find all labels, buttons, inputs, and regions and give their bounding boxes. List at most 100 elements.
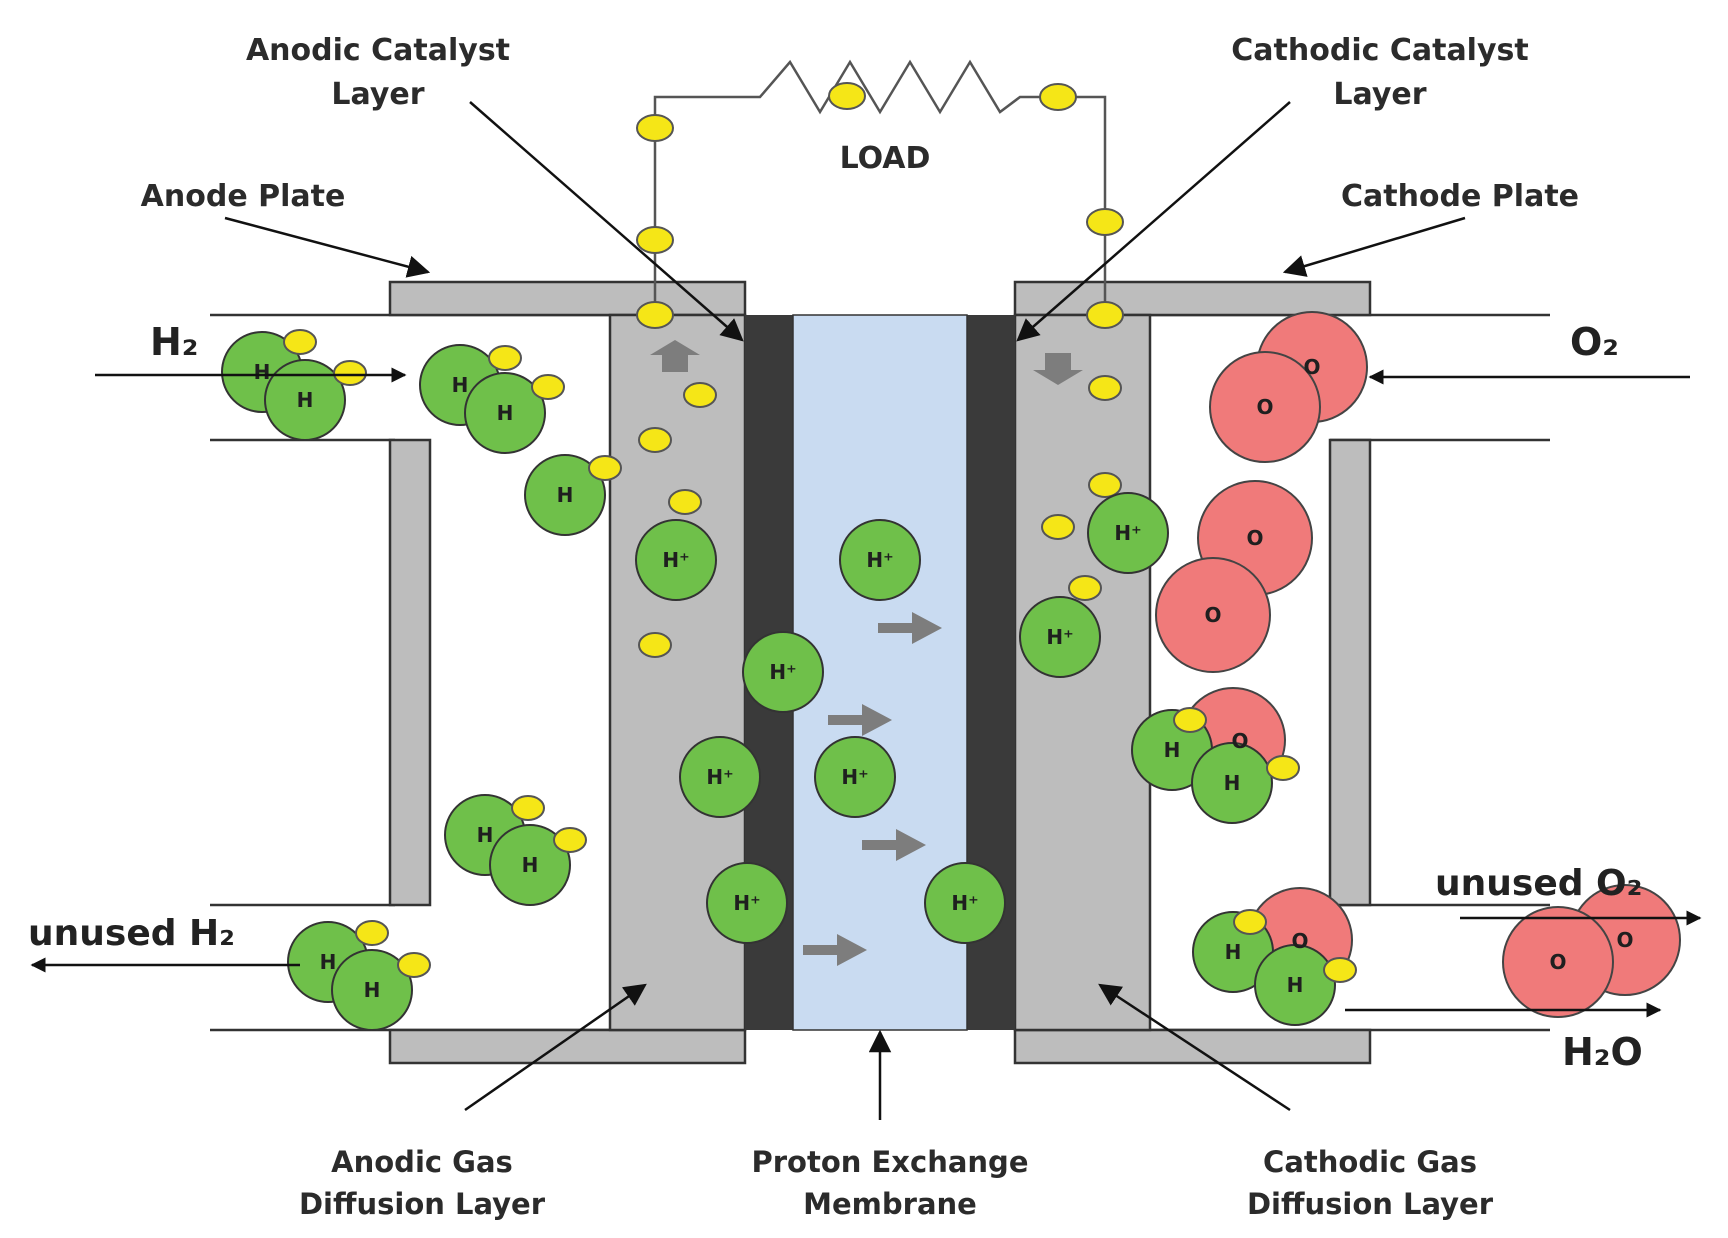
cathode-plate xyxy=(1013,280,1372,1065)
h2o-outlet-label: H₂O xyxy=(1562,1030,1643,1074)
right-arrow xyxy=(878,612,942,644)
electron xyxy=(828,82,866,110)
proton-flow-arrows xyxy=(803,612,942,966)
unused-o2-label: unused O₂ xyxy=(1435,863,1642,904)
electron xyxy=(668,489,702,515)
cathodic-catalyst-label: Layer xyxy=(1333,77,1426,112)
electron xyxy=(636,226,674,254)
o-atom: O xyxy=(1155,557,1271,673)
svg-text:H: H xyxy=(1224,771,1241,795)
down-arrow xyxy=(1033,353,1083,385)
svg-text:H⁺: H⁺ xyxy=(866,548,893,572)
svg-text:H: H xyxy=(1225,940,1242,964)
svg-text:H: H xyxy=(522,853,539,877)
anodic-gdl-label: Diffusion Layer xyxy=(299,1187,546,1221)
electrons xyxy=(636,82,1124,658)
svg-text:O: O xyxy=(1303,355,1320,379)
svg-text:H⁺: H⁺ xyxy=(706,765,733,789)
o2-molecule: O O xyxy=(1502,884,1681,1018)
svg-text:H⁺: H⁺ xyxy=(769,660,796,684)
o2-inlet-label: O₂ xyxy=(1570,320,1619,364)
svg-text:H: H xyxy=(364,978,381,1002)
h2-molecule: H H xyxy=(287,920,431,1031)
gas-flow-arrows xyxy=(30,367,1702,1018)
proton: H⁺ xyxy=(1087,492,1169,574)
anodic-catalyst-label: Anodic Catalyst xyxy=(246,33,510,68)
circuit-wire xyxy=(653,59,1107,315)
svg-text:H: H xyxy=(477,823,494,847)
water-molecule: O H H xyxy=(1192,887,1357,1026)
load-label: LOAD xyxy=(840,141,931,176)
svg-text:H: H xyxy=(452,373,469,397)
svg-text:H⁺: H⁺ xyxy=(841,765,868,789)
electron xyxy=(1088,472,1122,498)
pem-label: Membrane xyxy=(803,1187,977,1221)
svg-text:H: H xyxy=(1287,973,1304,997)
cell-structure xyxy=(210,280,1550,1065)
electron xyxy=(1068,575,1102,601)
cathodic-gas-diffusion-layer xyxy=(1013,313,1152,1032)
oxygen-molecules: O O O O O H H O xyxy=(1131,311,1681,1026)
svg-text:H⁺: H⁺ xyxy=(733,891,760,915)
hydrogen-molecules: H H H H H H H H xyxy=(221,329,622,1031)
electron xyxy=(683,382,717,408)
electron xyxy=(1088,375,1122,401)
protons: H⁺ H⁺ H⁺ H⁺ H⁺ H⁺ H⁺ H⁺ H⁺ xyxy=(635,492,1169,944)
cathodic-gdl-label: Cathodic Gas xyxy=(1263,1145,1477,1179)
h-atom: H xyxy=(524,454,622,536)
anode-plate-label: Anode Plate xyxy=(141,179,346,214)
electron xyxy=(1086,301,1124,329)
electron xyxy=(1041,514,1075,540)
o2-molecule: O O xyxy=(1209,311,1368,463)
svg-text:H: H xyxy=(254,360,271,384)
electron xyxy=(638,632,672,658)
electron xyxy=(636,301,674,329)
proton: H⁺ xyxy=(706,862,788,944)
electron xyxy=(636,114,674,142)
svg-text:H: H xyxy=(557,483,574,507)
proton: H⁺ xyxy=(679,736,761,818)
proton: H⁺ xyxy=(1019,596,1101,678)
svg-text:H: H xyxy=(320,950,337,974)
h2-molecule: H H xyxy=(444,794,587,906)
h2-inlet-label: H₂ xyxy=(150,320,198,364)
svg-text:H: H xyxy=(1164,738,1181,762)
right-arrow xyxy=(803,934,867,966)
svg-text:O: O xyxy=(1246,526,1263,550)
cathodic-gdl-label: Diffusion Layer xyxy=(1247,1187,1494,1221)
callout-arrows xyxy=(224,101,1466,1120)
h2-molecule: H H xyxy=(221,329,367,441)
proton: H⁺ xyxy=(635,519,717,601)
svg-text:O: O xyxy=(1291,929,1308,953)
water-molecule: O H H xyxy=(1131,687,1300,824)
electron xyxy=(1039,83,1077,111)
svg-text:O: O xyxy=(1256,395,1273,419)
proton: H⁺ xyxy=(839,519,921,601)
anode-plate xyxy=(388,280,747,1065)
svg-text:H⁺: H⁺ xyxy=(1114,521,1141,545)
svg-text:O: O xyxy=(1231,729,1248,753)
proton: H⁺ xyxy=(924,862,1006,944)
svg-text:H⁺: H⁺ xyxy=(951,891,978,915)
svg-text:O: O xyxy=(1616,928,1633,952)
cathodic-catalyst-label: Cathodic Catalyst xyxy=(1231,33,1528,68)
component-labels: Anodic Catalyst Layer Cathodic Catalyst … xyxy=(141,33,1579,1221)
cathode-plate-label: Cathode Plate xyxy=(1341,179,1579,214)
h2-molecule: H H xyxy=(419,344,565,454)
pem-label: Proton Exchange xyxy=(751,1145,1028,1179)
svg-text:O: O xyxy=(1549,950,1566,974)
right-arrow xyxy=(828,704,892,736)
external-circuit: LOAD xyxy=(653,59,1107,315)
electron-flow-arrows xyxy=(650,340,1083,385)
electron xyxy=(1086,208,1124,236)
svg-text:H: H xyxy=(297,388,314,412)
anodic-catalyst-label: Layer xyxy=(331,77,424,112)
svg-text:H⁺: H⁺ xyxy=(1046,625,1073,649)
svg-text:O: O xyxy=(1204,603,1221,627)
proton: H⁺ xyxy=(814,736,896,818)
unused-h2-label: unused H₂ xyxy=(28,913,235,954)
right-arrow xyxy=(862,829,926,861)
proton: H⁺ xyxy=(742,631,824,713)
electron xyxy=(638,427,672,453)
